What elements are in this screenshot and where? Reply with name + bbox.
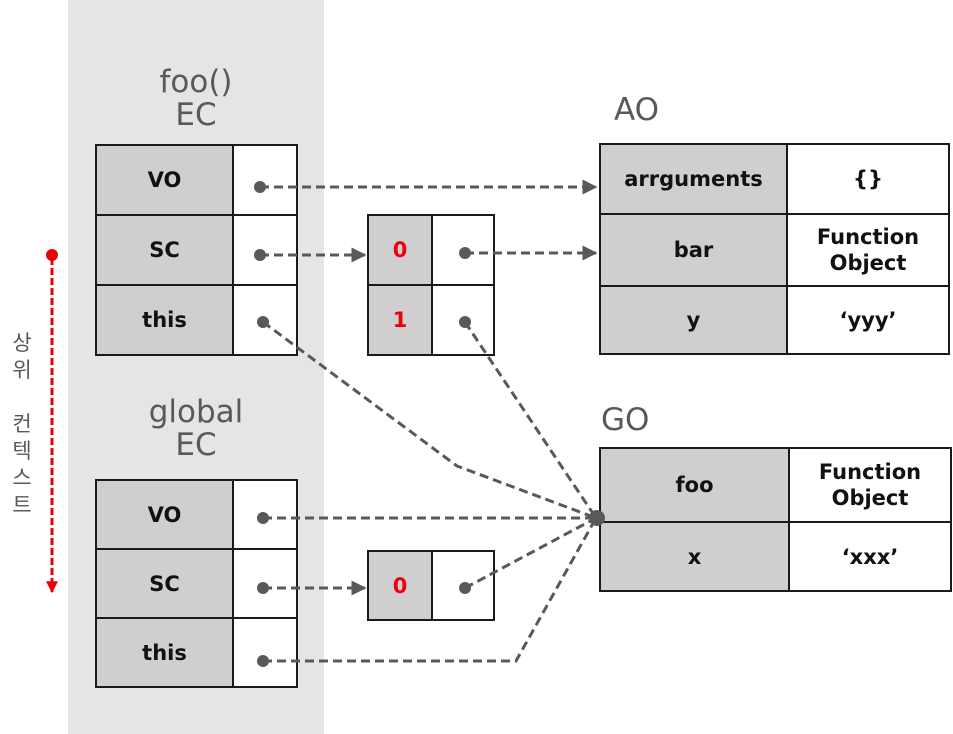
ao-key-arguments: arrguments [599, 143, 788, 215]
foo-ec-row-sc: SC [95, 214, 298, 286]
outer-context-char: 위 [12, 358, 32, 382]
outer-context-label: 상 위 컨 텍 스 트 [10, 330, 34, 519]
foo-scope-chain-pointer-0[interactable] [431, 214, 495, 286]
go-convergence-point [589, 510, 605, 526]
foo-ec-title: foo() EC [96, 66, 296, 132]
ao-row: bar Function Object [599, 213, 950, 287]
foo-scope-1-pointer-dot [459, 316, 471, 328]
global-sc-pointer-dot [257, 582, 269, 594]
global-ec-title: global EC [96, 396, 296, 462]
foo-ec-row-vo: VO [95, 144, 298, 216]
ao-title: AO [614, 92, 660, 128]
ao-row: y ‘yyy’ [599, 285, 950, 355]
foo-ec-pointer-vo[interactable] [232, 144, 298, 216]
foo-scope-chain-index-0: 0 [367, 214, 433, 286]
ao-value-bar: Function Object [786, 213, 950, 287]
foo-vo-pointer-dot [254, 181, 266, 193]
global-ec-key-this: this [95, 617, 234, 688]
global-ec-key-sc: SC [95, 548, 234, 619]
global-ec-row-this: this [95, 617, 298, 688]
outer-context-axis-start-dot [46, 249, 58, 261]
global-scope-chain-index-0: 0 [367, 550, 433, 621]
go-title: GO [601, 402, 650, 438]
ao-key-bar: bar [599, 213, 788, 287]
global-ec-title-line1: global [148, 394, 244, 430]
go-row: foo Function Object [599, 447, 952, 523]
go-value-foo-line2: Object [831, 486, 909, 510]
go-row: x ‘xxx’ [599, 521, 952, 592]
global-ec-key-vo: VO [95, 479, 234, 550]
foo-scope-chain-row: 0 [367, 214, 495, 286]
global-ec-pointer-sc[interactable] [232, 548, 298, 619]
go-key-foo: foo [599, 447, 790, 523]
global-vo-pointer-dot [257, 512, 269, 524]
foo-ec-pointer-sc[interactable] [232, 214, 298, 286]
foo-ec-row-this: this [95, 284, 298, 356]
global-scope-0-to-go-line [464, 516, 597, 590]
ao-value-bar-line2: Object [829, 251, 907, 275]
global-this-pointer-dot [257, 655, 269, 667]
foo-ec-table: VO SC this [95, 144, 298, 356]
foo-ec-title-line1: foo() [159, 64, 233, 100]
ao-row: arrguments {} [599, 143, 950, 215]
go-value-foo-line1: Function [818, 460, 922, 484]
outer-context-char: 트 [12, 493, 32, 517]
outer-context-char: 텍 [12, 439, 32, 463]
go-key-x: x [599, 521, 790, 592]
go-value-x: ‘xxx’ [788, 521, 952, 592]
foo-scope-1-to-go-line [463, 321, 598, 519]
ao-key-y: y [599, 285, 788, 355]
ao-value-y: ‘yyy’ [786, 285, 950, 355]
foo-ec-key-sc: SC [95, 214, 234, 286]
outer-context-char: 컨 [12, 412, 32, 436]
foo-sc-pointer-dot [254, 249, 266, 261]
foo-ec-title-line2: EC [175, 97, 217, 133]
global-ec-table: VO SC this [95, 479, 298, 688]
global-scope-0-pointer-dot [459, 582, 471, 594]
foo-scope-0-pointer-dot [459, 247, 471, 259]
foo-scope-chain-index-1: 1 [367, 284, 433, 356]
global-ec-title-line2: EC [175, 427, 217, 463]
foo-this-to-go-line [262, 320, 597, 520]
global-ec-row-sc: SC [95, 548, 298, 619]
global-this-to-go-line [263, 517, 598, 663]
global-ec-pointer-this[interactable] [232, 617, 298, 688]
outer-context-char: 스 [12, 466, 32, 490]
go-table: foo Function Object x ‘xxx’ [599, 447, 952, 592]
outer-context-char: 상 [12, 331, 32, 355]
foo-ec-key-vo: VO [95, 144, 234, 216]
go-value-foo: Function Object [788, 447, 952, 523]
ao-value-bar-line1: Function [816, 225, 920, 249]
foo-ec-key-this: this [95, 284, 234, 356]
foo-this-pointer-dot [257, 316, 269, 328]
ao-table: arrguments {} bar Function Object y ‘yyy… [599, 143, 950, 355]
ao-value-arguments: {} [786, 143, 950, 215]
